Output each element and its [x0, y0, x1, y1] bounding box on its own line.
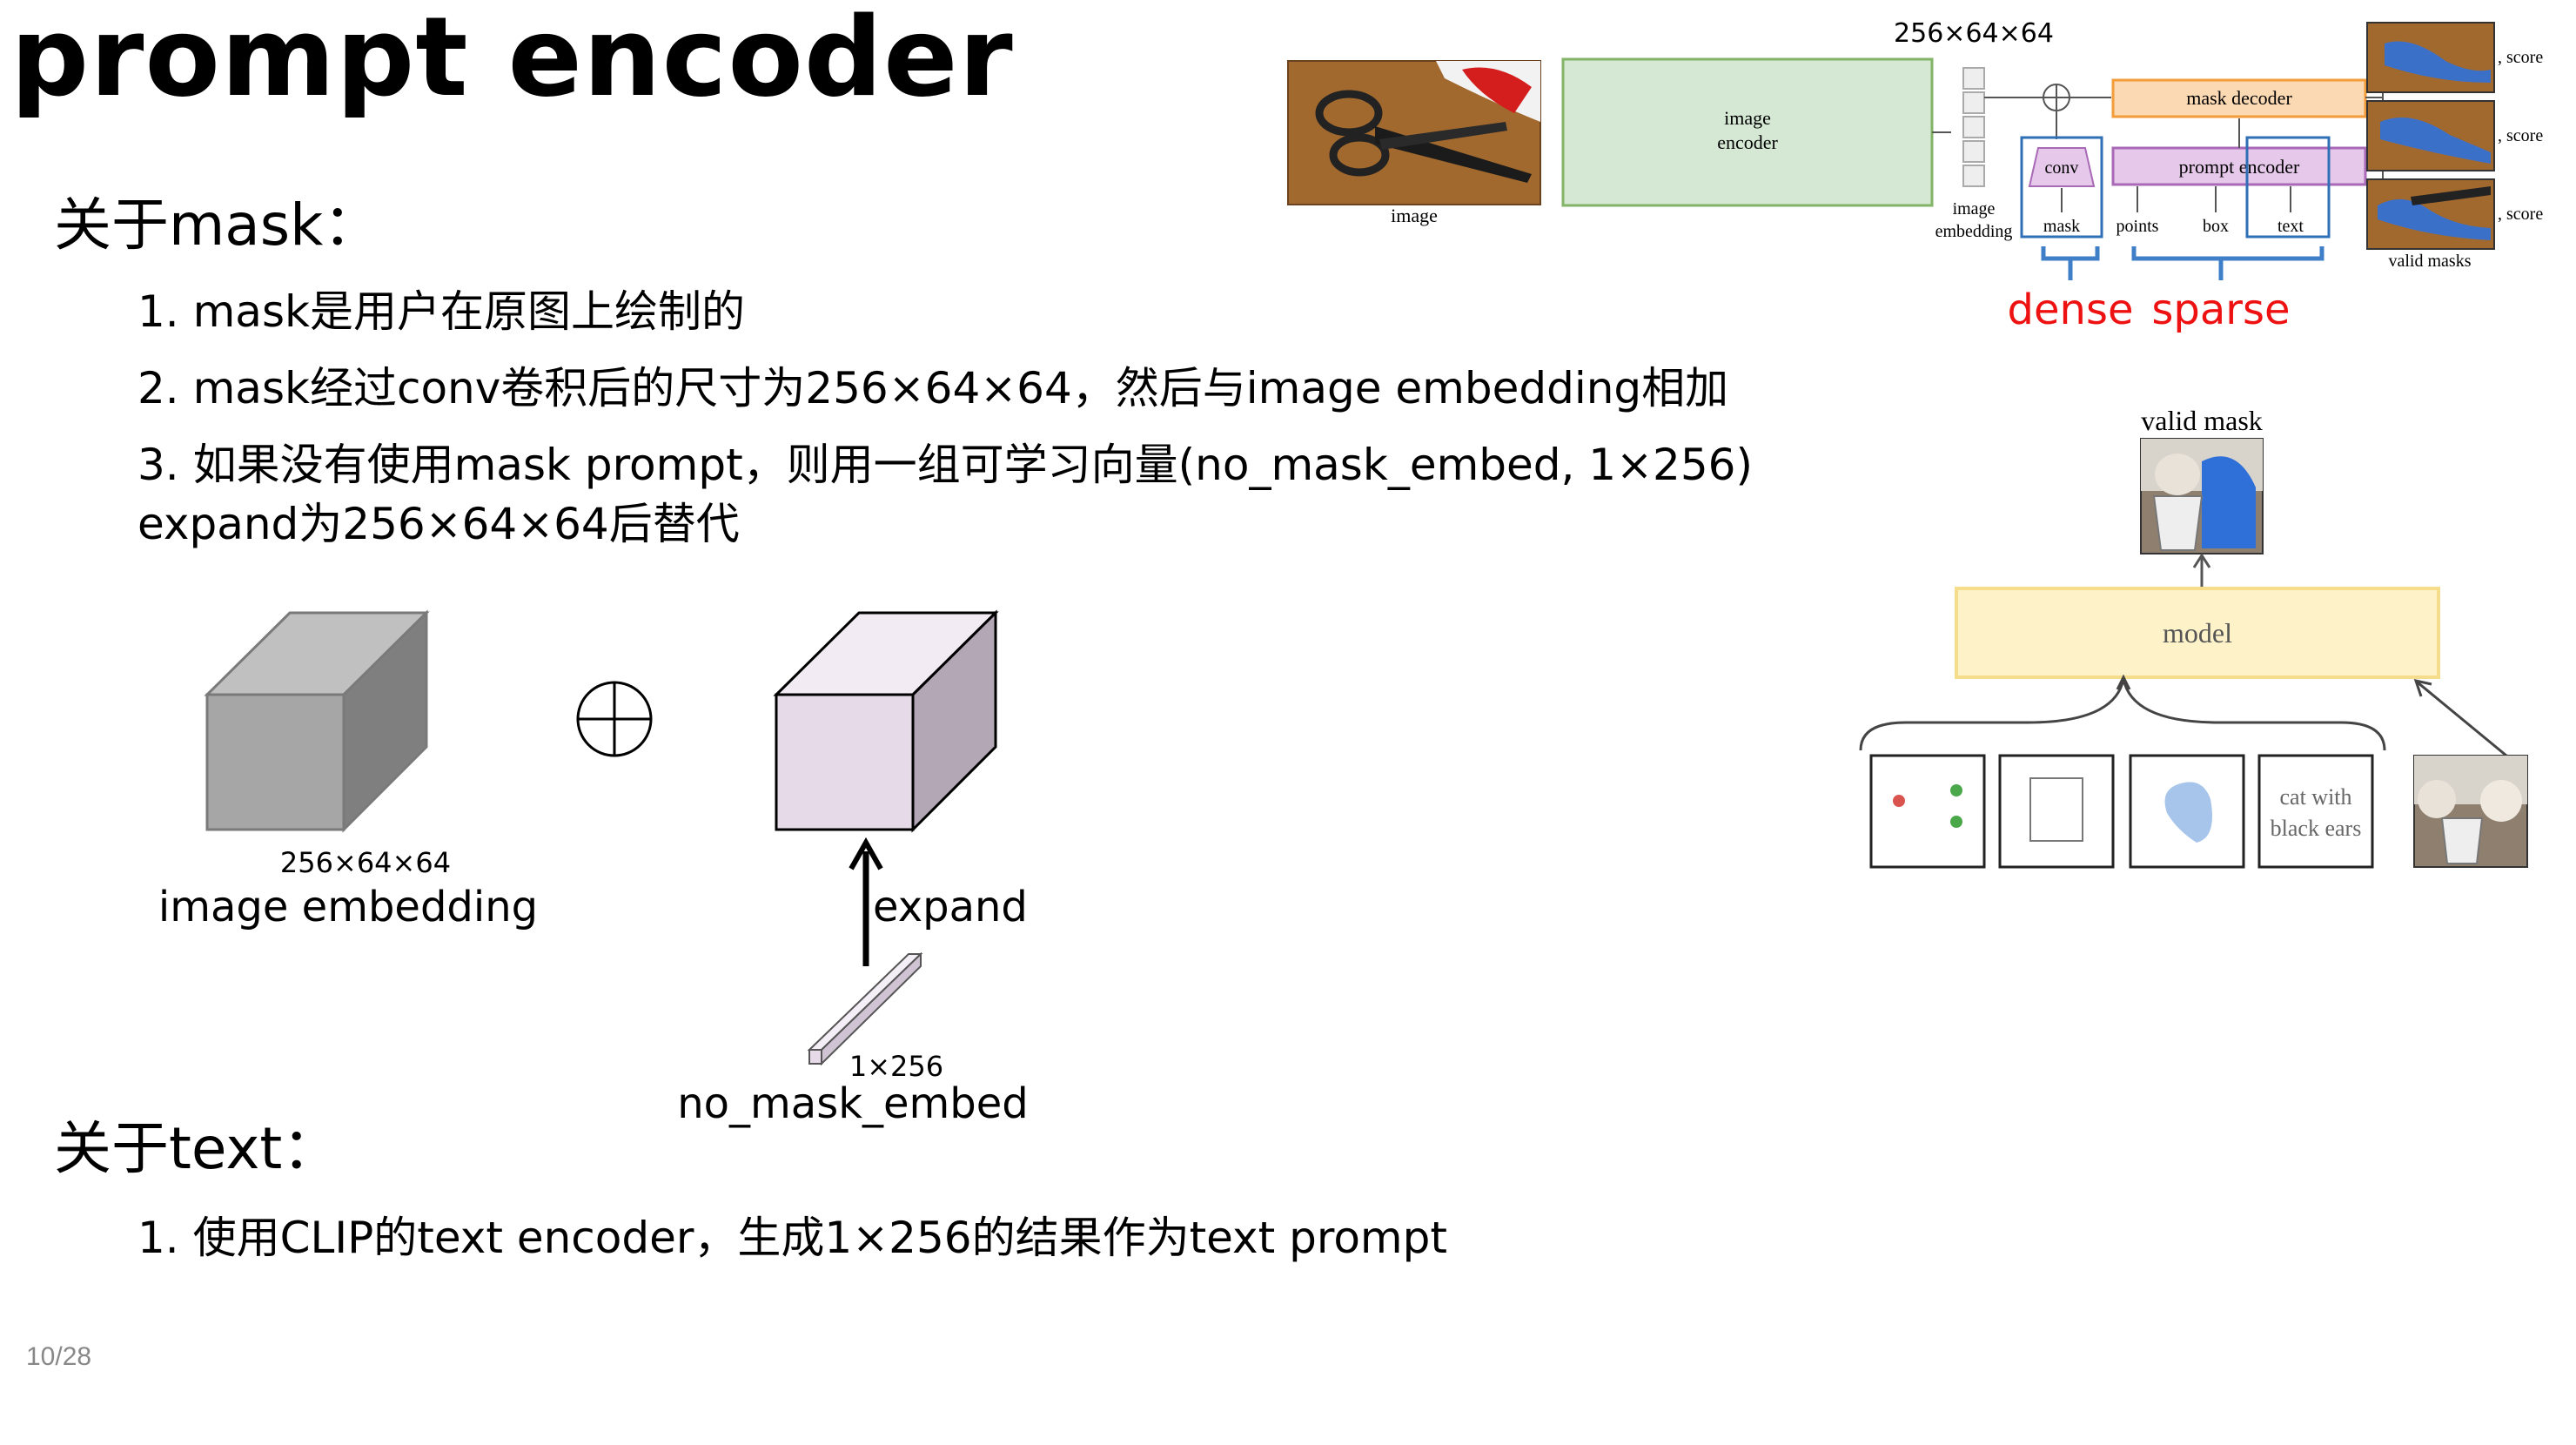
valid-mask-label: valid mask [2141, 405, 2263, 436]
expand-label: expand [873, 883, 1028, 931]
mask-item-1: 1. mask是用户在原图上绘制的 [138, 286, 745, 337]
mask-item-3-continued: expand为256×64×64后替代 [138, 499, 740, 549]
vector-dims: 1×256 [849, 1050, 943, 1083]
conv-label: conv [2045, 158, 2079, 178]
add-operator-icon [576, 681, 653, 757]
mask-item-2: 2. mask经过conv卷积后的尺寸为256×64×64，然后与image e… [138, 363, 1729, 413]
image-embedding-label-line2: embedding [1935, 222, 2013, 241]
model-block [1955, 587, 2440, 679]
input-text-label: text [2277, 217, 2304, 236]
text-prompt-line2: black ears [2271, 816, 2362, 841]
image-label: image [1391, 205, 1438, 226]
expand-arrow-icon [849, 837, 883, 966]
image-embedding-dims: 256×64×64 [280, 846, 451, 879]
score-label-2: , score [2498, 126, 2543, 145]
score-label-3: , score [2498, 205, 2543, 224]
image-embedding-stack [1962, 67, 1985, 187]
text-section-heading: 关于text： [54, 1115, 340, 1182]
mask-item-3: 3. 如果没有使用mask prompt，则用一组可学习向量(no_mask_e… [138, 440, 1753, 490]
no-mask-embed-label: no_mask_embed [677, 1079, 1029, 1128]
dense-label: dense [2008, 286, 2134, 334]
input-mask-label: mask [2043, 217, 2080, 236]
prompt-encoder-block [2111, 146, 2367, 186]
dense-bracket [2041, 246, 2100, 280]
valid-masks-label: valid masks [2389, 252, 2472, 271]
valid-mask-thumbnail [2140, 438, 2264, 554]
output-mask-thumbnails [2366, 22, 2495, 250]
sam-architecture-diagram: image image encoder 256×64×64 image embe… [1287, 18, 2543, 334]
embedding-dims: 256×64×64 [1894, 18, 2054, 49]
text-prompt-box [2257, 754, 2374, 869]
points-prompt-box [1869, 754, 1986, 869]
image-embedding-label-line1: image [1953, 199, 1996, 218]
image-embedding-label: image embedding [158, 883, 538, 931]
prompt-brace [1859, 678, 2386, 751]
mask-decoder-label: mask decoder [2186, 87, 2292, 109]
expanded-embedding-cube [773, 609, 999, 833]
sparse-label: sparse [2151, 286, 2290, 334]
cat-input-image [2413, 755, 2528, 868]
page-number: 10/28 [26, 1342, 92, 1371]
cube-diagram: 256×64×64 image embedding expand 1×256 n… [158, 609, 1029, 1128]
input-box-label: box [2203, 217, 2229, 236]
model-prompt-diagram: valid mask model cat with black ears [1859, 405, 2528, 869]
input-points-label: points [2116, 217, 2159, 236]
prompt-encoder-label: prompt encoder [2179, 156, 2300, 178]
no-mask-embed-vector [807, 951, 923, 1066]
image-embedding-cube [204, 609, 430, 833]
image-encoder-label-line1: image [1724, 107, 1771, 129]
slide-title: prompt encoder [10, 0, 1014, 121]
plus-node-icon [2043, 84, 2070, 111]
text-item-1: 1. 使用CLIP的text encoder，生成1×256的结果作为text … [138, 1213, 1447, 1263]
text-prompt-line1: cat with [2279, 784, 2351, 810]
image-encoder-label-line2: encoder [1717, 131, 1778, 153]
conv-block [2028, 147, 2096, 187]
box-prompt-box [1998, 754, 2115, 869]
mask-section-heading: 关于mask： [54, 192, 381, 259]
score-label-1: , score [2498, 48, 2543, 67]
input-image [1287, 60, 1541, 205]
model-label: model [2163, 617, 2232, 649]
sparse-bracket [2131, 246, 2324, 280]
